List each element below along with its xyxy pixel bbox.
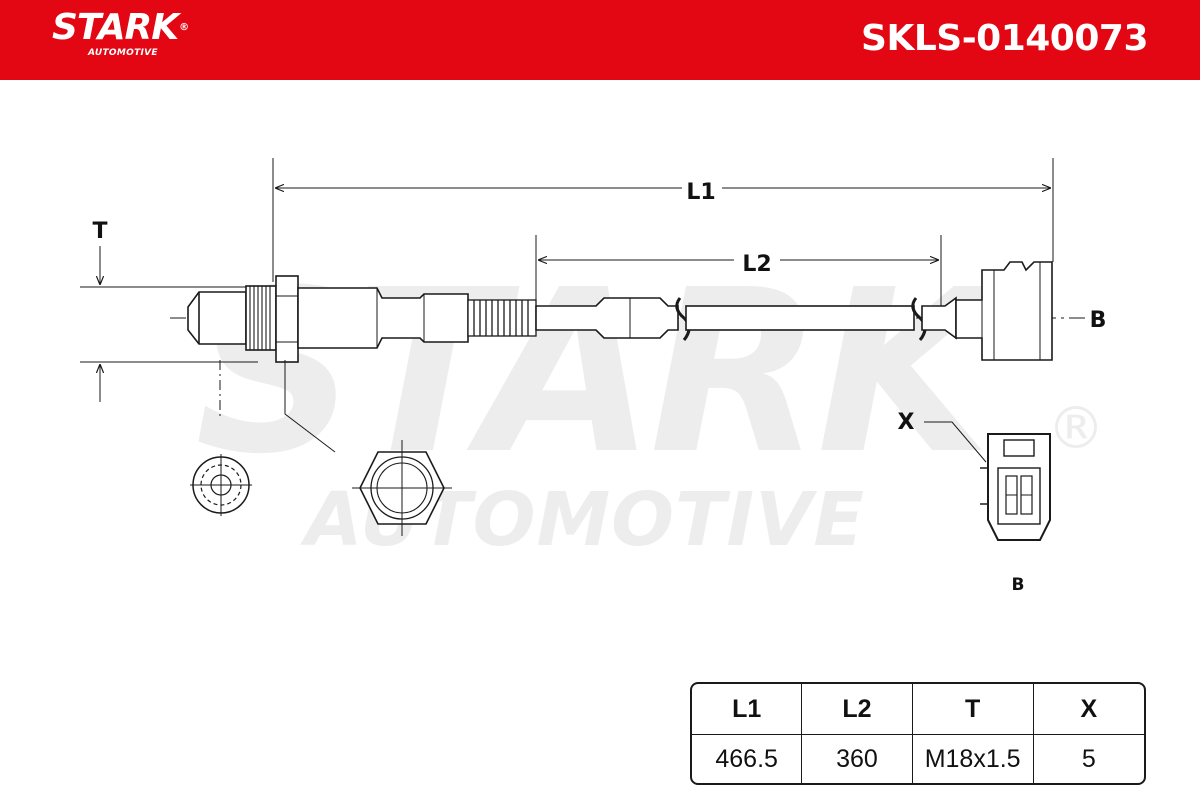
logo-subtext: AUTOMOTIVE xyxy=(88,48,158,58)
spec-table-value-row: 466.5 360 M18x1.5 5 xyxy=(692,735,1144,783)
dimension-l1 xyxy=(272,158,1054,282)
spec-value-l1: 466.5 xyxy=(692,735,803,783)
header-bar xyxy=(0,0,1200,80)
probe-front-view xyxy=(190,360,252,516)
watermark-registered-mark: ® xyxy=(1047,394,1105,462)
spec-value-l2: 360 xyxy=(802,735,913,783)
x-callout-label: X xyxy=(898,410,915,435)
dimension-l2 xyxy=(535,235,942,308)
l1-label: L1 xyxy=(686,180,715,205)
logo-registered-mark: ® xyxy=(179,22,189,33)
header: STARK® AUTOMOTIVE SKLS-0140073 xyxy=(0,0,1200,80)
spec-header-l2: L2 xyxy=(802,684,913,735)
hex-front-view xyxy=(284,360,452,536)
watermark: STARK ® AUTOMOTIVE xyxy=(195,242,1105,563)
cable-break-right xyxy=(911,297,927,341)
spec-header-l1: L1 xyxy=(692,684,803,735)
sensor-thread xyxy=(245,285,277,351)
dimension-t xyxy=(80,246,258,402)
spec-value-t: M18x1.5 xyxy=(913,735,1034,783)
spec-table: L1 L2 T X 466.5 360 M18x1.5 5 xyxy=(690,682,1146,785)
connector-side-view xyxy=(955,261,1053,361)
connector-front-view xyxy=(924,421,1051,541)
stark-logo: STARK® AUTOMOTIVE xyxy=(52,7,189,59)
l2-label: L2 xyxy=(742,252,771,277)
cable-sleeve xyxy=(467,299,537,337)
spec-table-header-row: L1 L2 T X xyxy=(692,684,1144,735)
sensor-body xyxy=(170,261,1085,363)
t-label: T xyxy=(92,219,107,244)
spec-value-x: 5 xyxy=(1081,744,1096,773)
cable-section-1 xyxy=(535,297,679,339)
cable-break-left xyxy=(675,297,691,341)
spec-header-t: T xyxy=(912,684,1034,735)
b-side-label: B xyxy=(1090,308,1107,333)
b-connector-label: B xyxy=(1012,575,1025,595)
sensor-hex-nut xyxy=(275,275,299,363)
part-number: SKLS-0140073 xyxy=(861,18,1148,59)
probe-tip xyxy=(187,291,247,345)
spec-header-x: X xyxy=(1033,684,1144,735)
cable-section-2 xyxy=(685,305,915,331)
watermark-stark-text: STARK xyxy=(195,242,1005,504)
logo-text: STARK xyxy=(52,7,179,48)
